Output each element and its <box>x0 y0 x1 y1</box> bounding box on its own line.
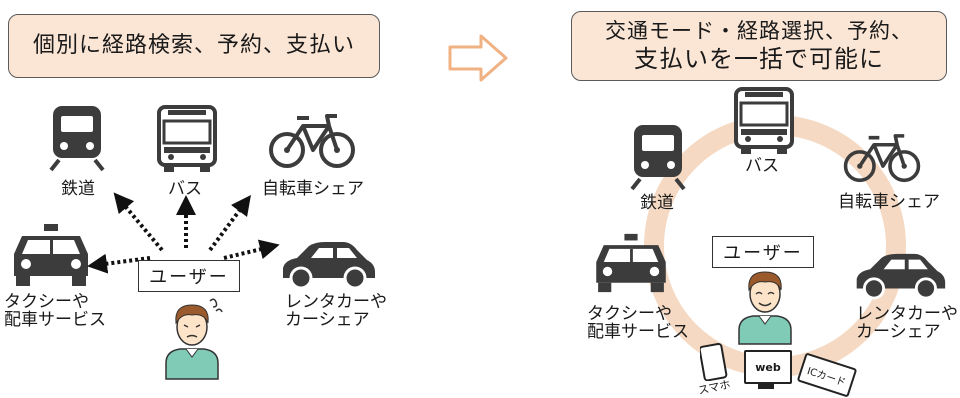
label-taxi-1: タクシーや <box>4 292 89 312</box>
label-bike: 自転車シェア <box>838 192 940 212</box>
left-title-text: 個別に経路検索、予約、支払い <box>32 33 355 59</box>
label-taxi-1: タクシーや <box>587 304 672 324</box>
person-confused-icon <box>165 298 223 380</box>
label-bus: バス <box>745 156 779 176</box>
right-title: 交通モード・経路選択、予約、 支払いを一括で可能に <box>571 11 947 81</box>
label-bike: 自転車シェア <box>262 179 364 199</box>
label-car-1: レンタカーや <box>285 292 387 312</box>
bus-icon <box>157 105 217 172</box>
label-car-2: カーシェア <box>856 322 941 342</box>
train-icon <box>630 125 686 191</box>
label-train: 鉄道 <box>61 179 95 199</box>
train-icon <box>49 106 105 172</box>
label-train: 鉄道 <box>640 193 674 213</box>
bicycle-icon <box>843 134 921 183</box>
label-taxi-2: 配車サービス <box>4 310 106 330</box>
device-label-web: web <box>755 360 781 374</box>
device-label-card: ICカード <box>805 365 848 389</box>
user-label-left: ユーザー <box>138 260 240 292</box>
taxi-icon <box>14 224 88 286</box>
taxi-icon <box>596 233 666 293</box>
smartphone-icon <box>700 343 728 381</box>
bus-icon <box>734 87 794 154</box>
user-label-right: ユーザー <box>712 236 814 268</box>
right-title-line1: 交通モード・経路選択、予約、 <box>605 18 913 43</box>
label-bus: バス <box>168 179 202 199</box>
bicycle-icon <box>269 114 355 168</box>
label-taxi-2: 配車サービス <box>587 322 689 342</box>
car-icon <box>856 253 946 300</box>
person-happy-icon <box>738 271 792 345</box>
car-icon <box>283 242 375 290</box>
right-title-line2: 支払いを一括で可能に <box>634 45 884 74</box>
left-title: 個別に経路検索、予約、支払い <box>8 14 380 78</box>
transition-arrow-icon <box>448 34 508 82</box>
web-monitor-icon: web <box>744 350 792 384</box>
web-monitor-stand <box>758 383 774 389</box>
label-car-2: カーシェア <box>285 310 370 330</box>
search-arrows <box>87 192 280 274</box>
label-car-1: レンタカーや <box>856 304 958 324</box>
